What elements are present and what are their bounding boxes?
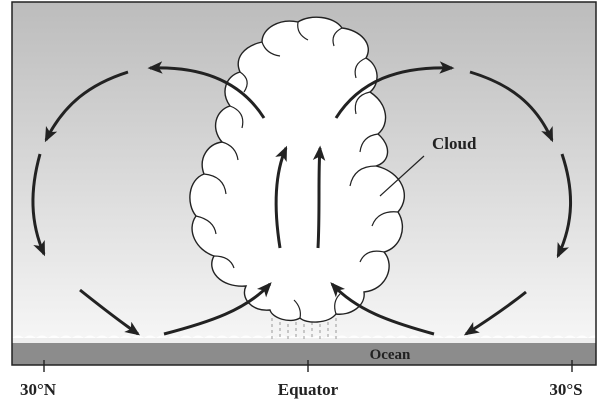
inflow-arrow-right	[330, 282, 435, 336]
return-arrow-left	[79, 288, 141, 336]
latitude-label-right: 30°S	[549, 380, 582, 399]
outflow-arrow-right	[334, 61, 455, 119]
diagram-frame	[11, 1, 597, 366]
circulation-arrows	[31, 61, 573, 336]
latitude-label-left: 30°N	[20, 380, 57, 399]
rain-streaks	[271, 316, 337, 340]
updraft-arrow-right	[312, 145, 326, 249]
cloud-leader-line	[379, 155, 425, 197]
equator-label: Equator	[278, 380, 339, 399]
cloud-label: Cloud	[432, 134, 477, 153]
ocean-waves	[12, 335, 600, 343]
outflow-arrow-left	[147, 61, 266, 119]
return-arrow-right	[463, 290, 527, 336]
descent-arrow-right-upper	[469, 70, 554, 143]
ocean-label: Ocean	[370, 347, 411, 363]
descent-arrow-left-lower	[31, 153, 46, 257]
inflow-arrow-left	[163, 282, 272, 336]
descent-arrow-left-upper	[44, 70, 129, 143]
updraft-arrow-left	[274, 145, 288, 249]
descent-arrow-right-lower	[556, 153, 573, 259]
axis-ticks	[43, 360, 573, 372]
